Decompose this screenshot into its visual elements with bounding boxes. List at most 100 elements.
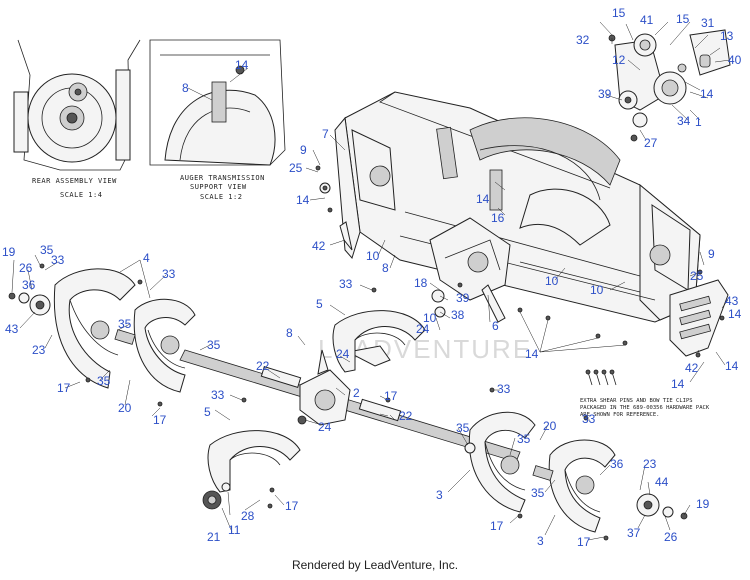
callout: 36 xyxy=(22,278,36,292)
callout: 14 xyxy=(525,347,539,361)
callout: 14 xyxy=(725,359,739,373)
callout: 33 xyxy=(211,388,225,402)
callout: 33 xyxy=(51,253,65,267)
callout: 5 xyxy=(204,405,211,419)
auger-support-view: AUGER TRANSMISSION SUPPORT VIEW SCALE 1:… xyxy=(149,39,286,201)
skid-shoe xyxy=(669,269,729,358)
callout: 13 xyxy=(720,29,734,43)
callout: 14 xyxy=(476,192,490,206)
callout: 33 xyxy=(162,267,176,281)
callout: 40 xyxy=(728,53,742,67)
callout: 1 xyxy=(695,115,702,129)
callout: 39 xyxy=(456,291,470,305)
callout: 8 xyxy=(286,326,293,340)
callout: 14 xyxy=(235,58,249,72)
callout: 24 xyxy=(416,322,430,336)
hardware-pack-note: EXTRA SHEAR PINS AND BOW TIE CLIPS PACKA… xyxy=(580,369,710,418)
callout: 18 xyxy=(414,276,428,290)
callout: 22 xyxy=(256,359,270,373)
callout: 16 xyxy=(491,211,505,225)
callout: 10 xyxy=(590,283,604,297)
callout: 33 xyxy=(339,277,353,291)
note-line-1: EXTRA SHEAR PINS AND BOW TIE CLIPS xyxy=(580,398,693,404)
auger-view-title: AUGER TRANSMISSION xyxy=(180,174,265,182)
auger-housing xyxy=(334,91,701,346)
left-side-hardware xyxy=(315,165,353,251)
callout: 10 xyxy=(366,249,380,263)
callout: 10 xyxy=(423,311,437,325)
auger-view-scale: SCALE 1:2 xyxy=(200,193,242,201)
callout: 9 xyxy=(708,247,715,261)
callout: 41 xyxy=(640,13,654,27)
callout: 9 xyxy=(300,143,307,157)
callout: 35 xyxy=(118,317,132,331)
callout: 26 xyxy=(664,530,678,544)
callout: 2 xyxy=(353,386,360,400)
callout: 44 xyxy=(655,475,669,489)
callout: 17 xyxy=(285,499,299,513)
impeller-halves xyxy=(202,310,426,510)
callout: 7 xyxy=(322,127,329,141)
rear-view-title: REAR ASSEMBLY VIEW xyxy=(32,177,117,185)
callout: 14 xyxy=(728,307,742,321)
callout: 33 xyxy=(582,412,596,426)
callout: 14 xyxy=(296,193,310,207)
callout: 22 xyxy=(399,409,413,423)
callout: 27 xyxy=(644,136,658,150)
callout: 35 xyxy=(531,486,545,500)
note-line-3: ARE SHOWN FOR REFERENCE. xyxy=(580,412,659,418)
callout: 28 xyxy=(241,509,255,523)
callout: 26 xyxy=(19,261,33,275)
callout: 8 xyxy=(382,261,389,275)
callout: 3 xyxy=(436,488,443,502)
gearbox-assembly xyxy=(608,29,731,142)
callout: 32 xyxy=(576,33,590,47)
callout: 19 xyxy=(696,497,710,511)
auger-transmission xyxy=(429,217,511,323)
callout: 31 xyxy=(701,16,715,30)
callout: 6 xyxy=(492,319,499,333)
callout: 11 xyxy=(228,523,241,537)
callout: 38 xyxy=(451,308,465,322)
callout: 36 xyxy=(610,457,624,471)
left-auger xyxy=(8,268,196,393)
callout: 17 xyxy=(577,535,591,549)
callout: 4 xyxy=(143,251,150,265)
footer-credit: Rendered by LeadVenture, Inc. xyxy=(291,558,459,572)
rear-view-scale: SCALE 1:4 xyxy=(60,191,102,199)
callout: 43 xyxy=(725,294,739,308)
callout: 17 xyxy=(490,519,504,533)
callout: 43 xyxy=(5,322,19,336)
leader-lines xyxy=(11,21,731,541)
callout: 23 xyxy=(643,457,657,471)
callout: 39 xyxy=(598,87,612,101)
callout: 15 xyxy=(612,6,626,20)
callout: 17 xyxy=(57,381,71,395)
callout: 12 xyxy=(612,53,626,67)
note-line-2: PACKAGED IN THE 689-00356 HARDWARE PACK xyxy=(580,405,710,411)
callout: 35 xyxy=(40,243,54,257)
callout: 35 xyxy=(456,421,470,435)
callout: 25 xyxy=(690,269,704,283)
callout: 14 xyxy=(700,87,714,101)
callout: 35 xyxy=(97,374,111,388)
callout: 19 xyxy=(2,245,16,259)
callout: 3 xyxy=(537,534,544,548)
callout: 25 xyxy=(289,161,303,175)
callout: 17 xyxy=(384,389,398,403)
callout: 24 xyxy=(318,420,332,434)
callout: 37 xyxy=(627,526,641,540)
callouts: 1 2 3 3 4 5 5 6 7 8 8 8 9 9 10 10 10 10 … xyxy=(2,6,742,549)
callout: 33 xyxy=(497,382,511,396)
right-auger xyxy=(464,411,688,533)
callout: 42 xyxy=(312,239,326,253)
callout: 34 xyxy=(677,114,691,128)
callout: 8 xyxy=(182,81,189,95)
callout: 24 xyxy=(336,347,350,361)
callout: 23 xyxy=(32,343,46,357)
callout: 17 xyxy=(153,413,167,427)
auger-view-title-2: SUPPORT VIEW xyxy=(190,183,247,191)
callout: 20 xyxy=(543,419,557,433)
callout: 35 xyxy=(207,338,221,352)
